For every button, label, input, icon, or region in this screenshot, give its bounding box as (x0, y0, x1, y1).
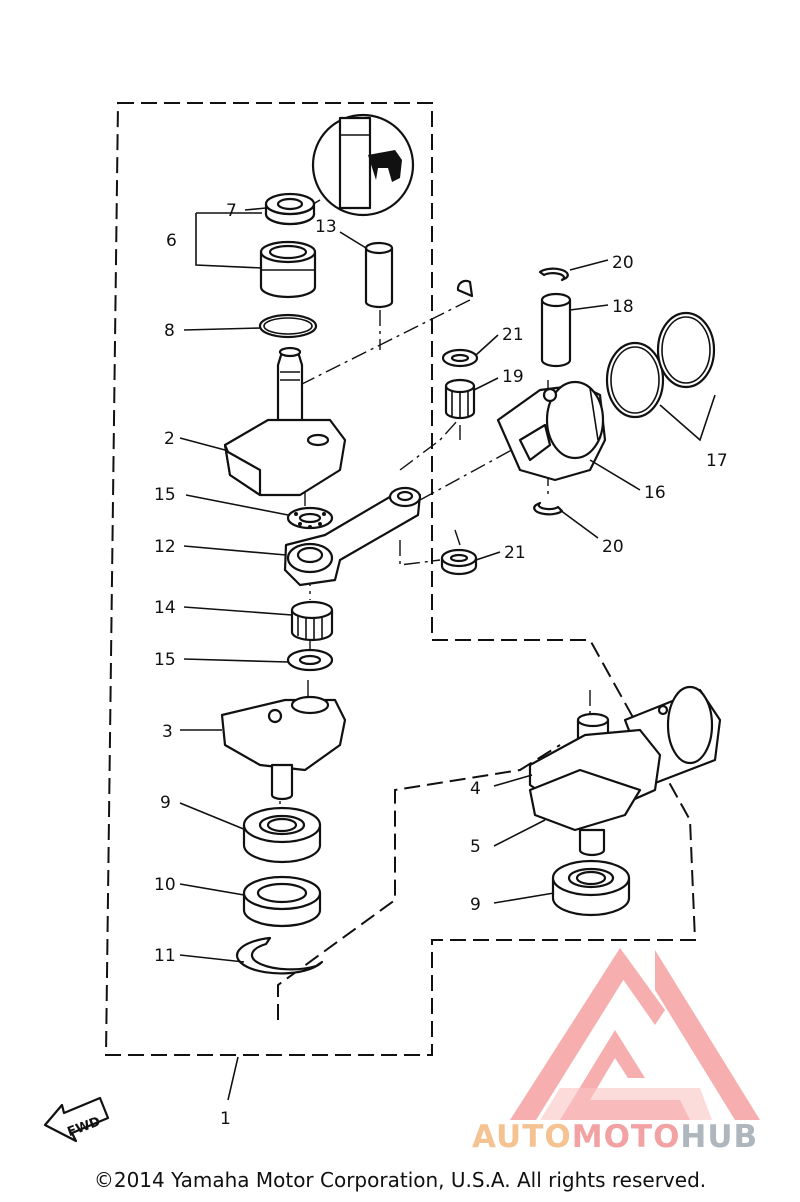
part-18-piston-pin (540, 292, 572, 368)
callout-label-20b: 20 (602, 537, 624, 557)
watermark-text-hub: HUB (680, 1119, 759, 1155)
callout-label-2: 2 (164, 429, 175, 449)
part-3-crankshaft-lower (220, 695, 347, 801)
callout-label-16: 16 (644, 483, 666, 503)
part-10-oil-seal (242, 875, 322, 928)
callout-label-4: 4 (470, 779, 481, 799)
callout-label-8: 8 (164, 321, 175, 341)
callout-label-17: 17 (706, 451, 728, 471)
part-20-clip-lower (533, 501, 564, 516)
reference-lines (227, 299, 591, 1101)
assembly-boundary (104, 102, 697, 1056)
part-13-pin (364, 241, 394, 309)
part-21-washer-upper (441, 348, 479, 368)
part-17-piston-rings (605, 311, 716, 419)
detail-inset (289, 113, 415, 219)
watermark-text-moto: MOTO (571, 1119, 681, 1155)
part-4-5-crank-assembly (528, 685, 722, 857)
callout-label-9: 9 (160, 793, 171, 813)
callout-label-1: 1 (220, 1109, 231, 1129)
watermark-text: AUTOMOTOHUB (472, 1119, 758, 1155)
callout-leaders (179, 207, 716, 963)
part-16-piston (496, 380, 607, 482)
callout-label-15: 15 (154, 485, 176, 505)
part-20-clip-upper (538, 267, 569, 282)
fwd-arrow-icon: FWD (43, 1096, 110, 1143)
part-6-bushing (259, 240, 317, 299)
callout-label-9b: 9 (470, 895, 481, 915)
callout-label-7: 7 (226, 201, 237, 221)
callout-label-13: 13 (315, 217, 337, 237)
part-14-needle-bearing (290, 600, 334, 642)
part-8-o-ring (258, 313, 318, 339)
callout-label-6: 6 (166, 231, 177, 251)
callout-labels: 7 6 13 8 2 15 12 14 15 3 9 10 11 1 20 18… (154, 201, 728, 1129)
callout-label-14: 14 (154, 598, 176, 618)
part-11-circlip (235, 936, 324, 975)
watermark-text-auto: AUTO (472, 1119, 572, 1155)
copyright-notice: ©2014 Yamaha Motor Corporation, U.S.A. A… (93, 1168, 707, 1192)
callout-label-19: 19 (502, 367, 524, 387)
part-19-needle-bearing (444, 378, 476, 420)
callout-label-12: 12 (154, 537, 176, 557)
part-21-washer-lower (440, 548, 478, 576)
callout-label-20: 20 (612, 253, 634, 273)
callout-label-5: 5 (470, 837, 481, 857)
callout-label-21b: 21 (504, 543, 526, 563)
watermark-logo (510, 948, 760, 1120)
callout-label-15b: 15 (154, 650, 176, 670)
part-15-thrust-washer-upper (286, 506, 334, 530)
woodruff-key (456, 279, 474, 298)
part-9-ball-bearing-right (551, 859, 631, 917)
part-12-connecting-rod (283, 486, 422, 587)
part-2-crankshaft-upper (223, 346, 347, 497)
part-15-thrust-washer-lower (286, 648, 334, 672)
callout-label-10: 10 (154, 875, 176, 895)
callout-label-3: 3 (162, 722, 173, 742)
callout-label-18: 18 (612, 297, 634, 317)
callout-label-21: 21 (502, 325, 524, 345)
part-7-oil-seal (264, 192, 316, 226)
part-9-ball-bearing-left (242, 806, 322, 864)
callout-label-11: 11 (154, 946, 176, 966)
